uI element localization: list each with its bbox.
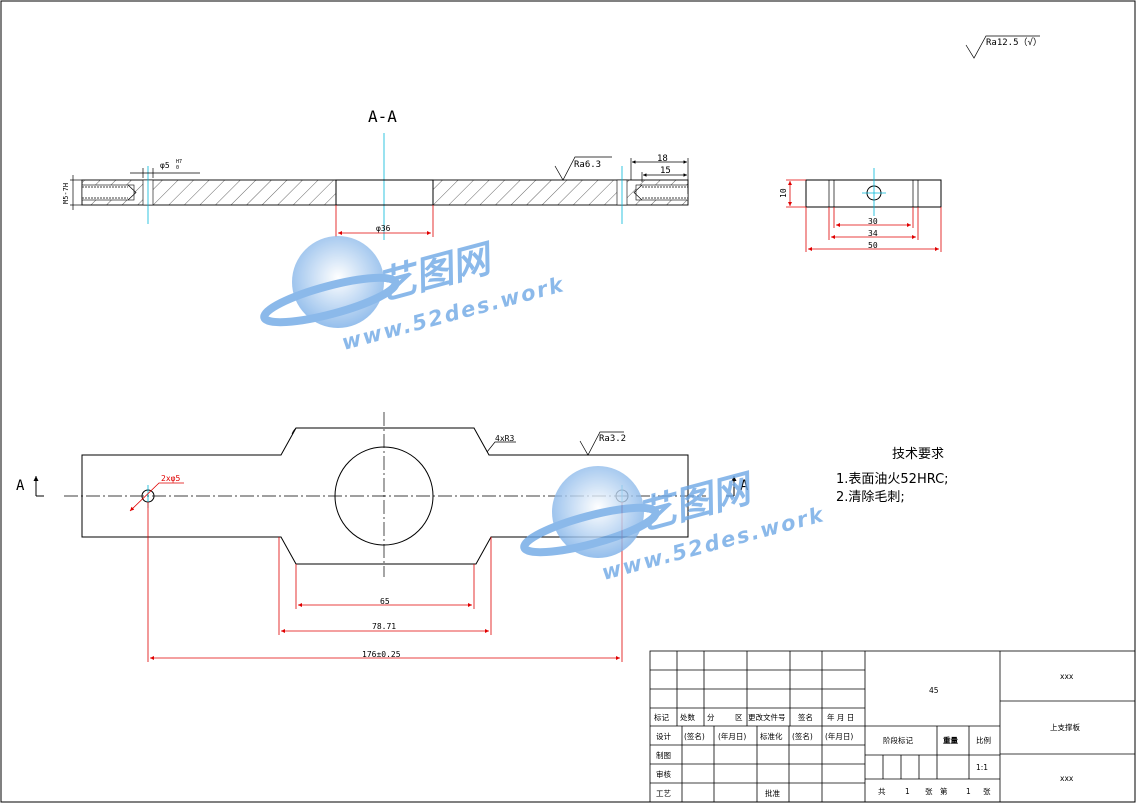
tb-sheets-unit: 张 <box>925 787 933 796</box>
tb-header-change-doc: 更改文件号 <box>748 712 786 722</box>
thread-label: M5-7H <box>62 183 70 204</box>
dim-18: 18 <box>657 154 668 164</box>
tb-review: 审核 <box>656 769 671 779</box>
dim-50: 50 <box>868 241 878 250</box>
fillet-label: 4xR3 <box>495 434 514 443</box>
holes-label: 2xφ5 <box>161 474 180 483</box>
dim-65: 65 <box>380 597 390 606</box>
hole-tol-upper: H7 <box>176 159 182 165</box>
roughness-ra32: Ra3.2 <box>599 434 626 444</box>
tech-item-1: 1.表面油火52HRC; <box>836 472 949 487</box>
tb-sheet-no-label: 第 <box>940 786 948 796</box>
tb-std-sign: (签名) <box>792 731 813 741</box>
dim-7871: 78.71 <box>372 622 396 631</box>
tech-item-2: 2.清除毛刺; <box>836 490 905 505</box>
dim-15: 15 <box>660 166 671 176</box>
plan-view: 4xR3 Ra3.2 2xφ5 65 78.71 176±0.25 A A <box>16 412 749 662</box>
tb-standardize: 标准化 <box>760 731 783 741</box>
tb-design-date: (年月日) <box>718 731 746 741</box>
hole-label: φ5 <box>160 161 170 170</box>
tb-scale-label: 比例 <box>976 735 991 745</box>
tb-design: 设计 <box>656 731 671 741</box>
tb-material: 45 <box>929 686 939 695</box>
tb-company: xxx <box>1060 672 1074 681</box>
dim-34: 34 <box>868 229 878 238</box>
tb-drawing-no: xxx <box>1060 774 1074 783</box>
dim-36: φ36 <box>376 224 391 233</box>
dim-10: 10 <box>779 188 788 198</box>
default-roughness-symbol: Ra12.5（√） <box>965 35 1042 59</box>
section-mark-left: A <box>16 478 25 494</box>
tech-title: 技术要求 <box>892 447 944 462</box>
title-block: 标记 处数 分 区 更改文件号 签名 年 月 日 设计 (签名) (年月日) 标… <box>649 650 1136 803</box>
tb-sheets-total: 1 <box>905 787 910 796</box>
tb-scale-value: 1:1 <box>976 763 988 772</box>
tech-requirements: 技术要求 1.表面油火52HRC; 2.清除毛刺; <box>836 447 949 505</box>
side-view: 10 30 34 50 <box>779 168 942 252</box>
hole-tol-lower: 0 <box>176 165 179 171</box>
tb-part-name: 上支撑板 <box>1050 722 1080 732</box>
section-view-aa: A-A M5-7H φ5 H7 0 <box>62 107 689 240</box>
tb-header-div: 分 <box>707 713 715 722</box>
tb-sheet-no-unit: 张 <box>983 787 991 796</box>
watermark-1: 艺图网 www.52des.work <box>260 235 567 355</box>
tb-drafting: 制图 <box>656 750 671 760</box>
tb-header-date: 年 月 日 <box>827 712 854 722</box>
tb-approve: 批准 <box>765 788 780 798</box>
tb-weight: 重量 <box>943 735 958 745</box>
default-roughness-text: Ra12.5（√） <box>986 37 1042 48</box>
tb-design-sign: (签名) <box>684 731 705 741</box>
tb-std-date: (年月日) <box>825 731 853 741</box>
tb-process: 工艺 <box>656 789 671 798</box>
watermark-2: 艺图网 www.52des.work <box>520 465 827 585</box>
tb-sheet-no: 1 <box>966 787 971 796</box>
tb-header-sign: 签名 <box>798 712 813 722</box>
section-label: A-A <box>368 107 397 126</box>
tb-stage-mark: 阶段标记 <box>883 735 913 745</box>
tb-header-zone: 区 <box>735 713 743 722</box>
roughness-ra63: Ra6.3 <box>574 160 601 170</box>
side-view-body <box>805 179 942 208</box>
section-mark-right: A <box>740 478 749 494</box>
tb-sheets-total-label: 共 <box>878 787 886 796</box>
dim-176: 176±0.25 <box>362 650 401 659</box>
tb-header-mark: 标记 <box>654 712 669 722</box>
center-bore <box>334 446 434 546</box>
dim-30: 30 <box>868 217 878 226</box>
tb-header-count: 处数 <box>680 712 695 722</box>
